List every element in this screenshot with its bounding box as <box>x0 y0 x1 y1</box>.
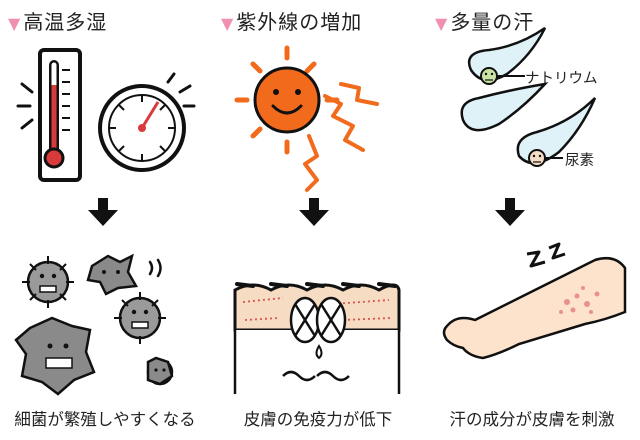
down-arrow-icon <box>88 198 118 226</box>
panel-caption: 皮膚の免疫力が低下 <box>243 410 393 429</box>
triangle-marker-icon: ▼ <box>221 14 235 33</box>
urea-label: 尿素 <box>565 153 594 169</box>
panel-heavy-sweat: ▼多量の汗 <box>427 0 637 440</box>
panel-caption: 細菌が繁殖しやすくなる <box>14 410 196 429</box>
sweat-drop-icon <box>460 26 597 165</box>
sodium-label: ナトリウム <box>525 71 598 87</box>
triangle-marker-icon: ▼ <box>8 14 22 33</box>
panel-high-humidity: ▼高温多湿 <box>0 0 210 440</box>
thermometer-icon <box>16 48 82 182</box>
panel-title: ▼高温多湿 <box>8 10 108 34</box>
panel-uv-increase: ▼紫外線の増加 <box>213 0 423 440</box>
panel-title: ▼多量の汗 <box>435 10 535 34</box>
bacteria-icon <box>14 253 174 396</box>
heat-illustration <box>14 48 196 396</box>
arm-icon <box>442 242 627 360</box>
sweat-illustration <box>442 26 627 360</box>
panel-title: ▼紫外線の増加 <box>221 10 363 34</box>
skin-layer-icon <box>233 282 401 394</box>
sun-icon <box>234 45 379 192</box>
clock-icon <box>98 72 196 172</box>
down-arrow-icon <box>299 198 329 226</box>
panel-caption: 汗の成分が皮膚を刺激 <box>449 410 615 429</box>
down-arrow-icon <box>495 198 525 226</box>
triangle-marker-icon: ▼ <box>435 14 449 33</box>
uv-illustration <box>233 45 401 394</box>
